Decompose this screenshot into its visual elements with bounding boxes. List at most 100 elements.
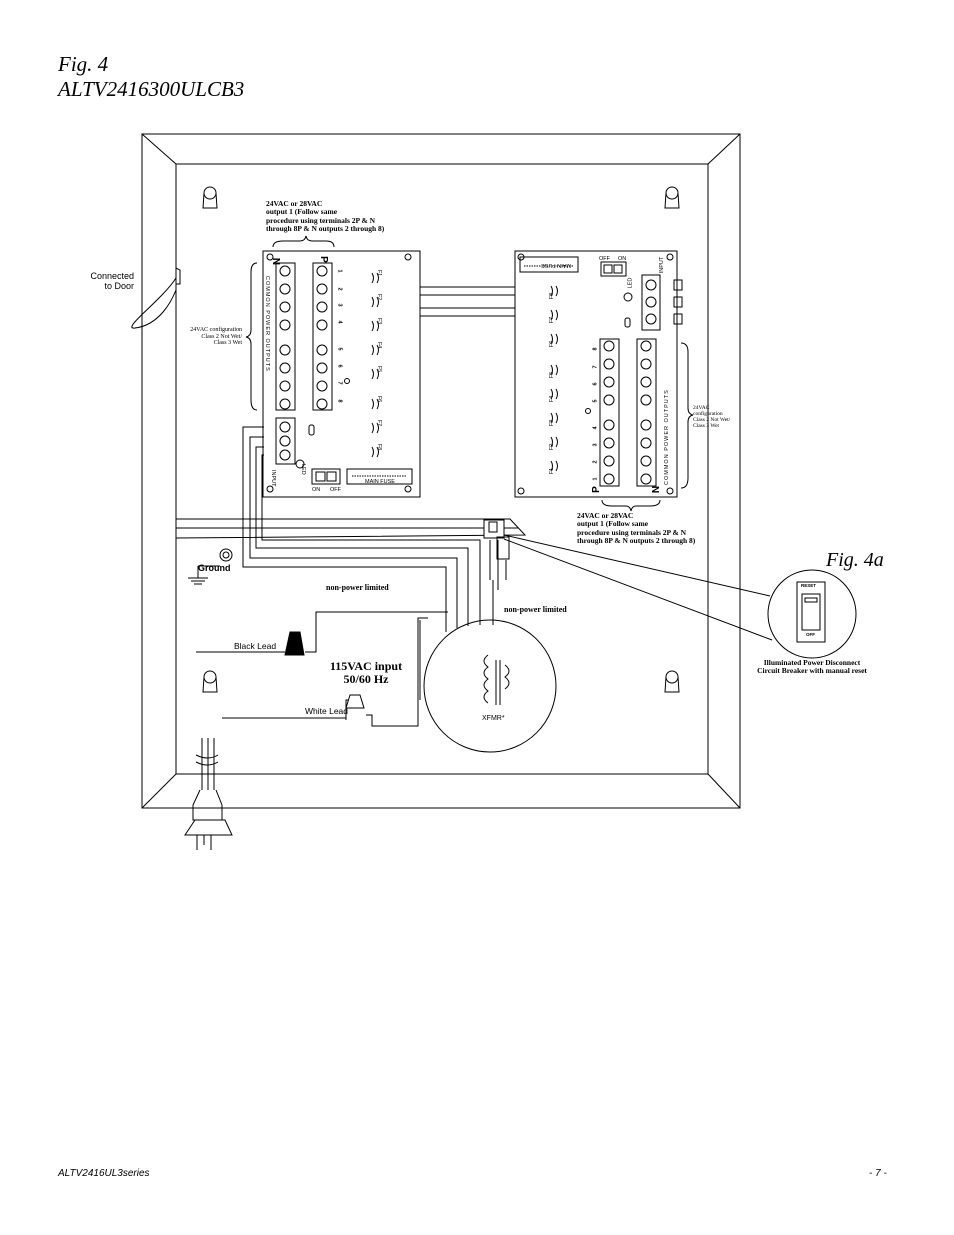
black-lead-label: Black Lead [234, 641, 277, 651]
right-output-number: 6 [592, 382, 599, 386]
right-board-fuses [550, 285, 558, 472]
right-output-number: 2 [592, 460, 599, 464]
breaker-channel [175, 518, 527, 539]
circuit-breaker [483, 519, 505, 539]
breaker-detail-circle [767, 569, 857, 659]
right-output-number: 7 [592, 365, 599, 369]
power-cord [184, 738, 233, 850]
left-n-label: N [270, 257, 282, 266]
right-on-label: ON [618, 256, 627, 262]
left-p-label: P [317, 256, 329, 263]
breaker-off-label: OFF [806, 632, 815, 637]
left-output-number: 8 [336, 399, 343, 403]
left-main-fuse-label: MAIN FUSE [365, 479, 395, 485]
right-output-number: 8 [592, 347, 599, 351]
transformer-wires [242, 426, 507, 632]
non-power-limited-label-left: non-power limited [326, 583, 389, 592]
enclosure-inner [175, 163, 709, 775]
left-power-board [262, 250, 421, 498]
left-output-number: 7 [336, 381, 343, 385]
left-output-note: 24VAC or 28VAC output 1 (Follow same pro… [266, 199, 385, 233]
right-output-number: 4 [592, 426, 599, 430]
figure-number: Fig. 4 [58, 52, 109, 76]
left-output-number: 4 [336, 320, 343, 324]
footer-model-series: ALTV2416UL3series [58, 1168, 150, 1179]
keyhole-mount-top-right [664, 186, 680, 209]
right-input-label: INPUT [659, 256, 666, 274]
keyhole-mount-bottom-left [202, 670, 218, 693]
right-off-label: OFF [599, 256, 610, 262]
white-lead-label: White Lead [305, 706, 348, 716]
breaker-caption: Illuminated Power Disconnect Circuit Bre… [757, 658, 867, 676]
left-fuse-label: F2 [376, 293, 383, 301]
left-output-number: 1 [336, 269, 343, 273]
left-output-number: 2 [336, 287, 343, 291]
right-n-label: N [651, 485, 663, 494]
right-output-note: 24VAC or 28VAC output 1 (Follow same pro… [577, 511, 696, 545]
right-fuse-label: F2 [549, 443, 556, 451]
left-off-label: OFF [330, 487, 341, 493]
left-board-top-brace [272, 235, 335, 248]
right-fuse-label: F1 [549, 467, 556, 475]
left-fuse-label: F1 [376, 269, 383, 277]
left-led-label: LED [300, 464, 307, 475]
right-board-main-fuse [519, 256, 579, 273]
left-board-input-terminals [275, 417, 296, 465]
enclosure-outer [141, 133, 741, 809]
right-fuse-label: F3 [549, 419, 556, 427]
transformer-label: XFMR* [482, 715, 505, 722]
right-power-board [514, 250, 678, 498]
breaker-reset-label: RESET [801, 583, 817, 588]
left-fuse-label: F4 [376, 341, 383, 349]
left-output-number: 6 [336, 364, 343, 368]
input-voltage-label: 115VAC input 50/60 Hz [329, 659, 403, 687]
left-board-p-terminals [312, 262, 333, 411]
ground-stud [219, 548, 233, 562]
figure-title: Fig. 4 ALTV2416300ULCB3 [58, 52, 244, 102]
right-output-number: 5 [592, 399, 599, 403]
left-board-side-brace [245, 262, 258, 411]
right-fuse-label: F4 [549, 395, 556, 403]
right-board-p-terminals [599, 338, 620, 487]
non-power-limited-label-right: non-power limited [504, 605, 567, 614]
left-output-number: 5 [336, 347, 343, 351]
right-fuse-label: F6 [549, 340, 556, 348]
right-output-number: 3 [592, 443, 599, 447]
keyhole-mount-top-left [202, 186, 218, 209]
right-fuse-label: F7 [549, 316, 556, 324]
white-lead-connector [345, 694, 365, 709]
left-config-note: 24VAC configuration Class 2 Not Wet/ Cla… [190, 327, 242, 347]
right-board-side-brace [680, 342, 694, 489]
left-board-switch [311, 468, 341, 485]
right-board-n-terminals [636, 338, 657, 487]
left-board-n-terminals [275, 262, 296, 411]
right-vertical-label: COMMON POWER OUTPUTS [664, 389, 670, 485]
left-board-main-fuse [346, 468, 413, 485]
left-fuse-label: F5 [376, 365, 383, 373]
door-wire [175, 267, 181, 285]
ground-label: Ground [198, 563, 231, 573]
fig-4a-title: Fig. 4a [826, 549, 884, 571]
transformer [423, 619, 557, 753]
left-input-label: INPUT [270, 470, 277, 487]
keyhole-mount-bottom-right [664, 670, 680, 693]
connected-to-door-label: Connected to Door [90, 271, 134, 291]
left-fuse-label: F7 [376, 419, 383, 427]
right-main-fuse-label: MAIN FUSE [541, 262, 571, 269]
left-vertical-label: COMMON POWER OUTPUTS [264, 276, 271, 372]
left-fuse-label: F3 [376, 317, 383, 325]
right-output-number: 1 [592, 477, 599, 481]
right-board-input-terminals [641, 274, 661, 331]
model-number: ALTV2416300ULCB3 [58, 77, 245, 101]
right-fuse-label: F5 [549, 371, 556, 379]
right-p-label: P [590, 486, 602, 493]
footer-page-number: - 7 - [869, 1168, 887, 1179]
left-output-number: 3 [336, 303, 343, 307]
right-led-label: LED [627, 277, 634, 289]
right-board-switch [600, 261, 627, 277]
left-fuse-label: F6 [376, 395, 383, 403]
black-lead-connector [284, 631, 305, 656]
left-fuse-label: F8 [376, 443, 383, 451]
left-board-fuses [371, 272, 379, 458]
